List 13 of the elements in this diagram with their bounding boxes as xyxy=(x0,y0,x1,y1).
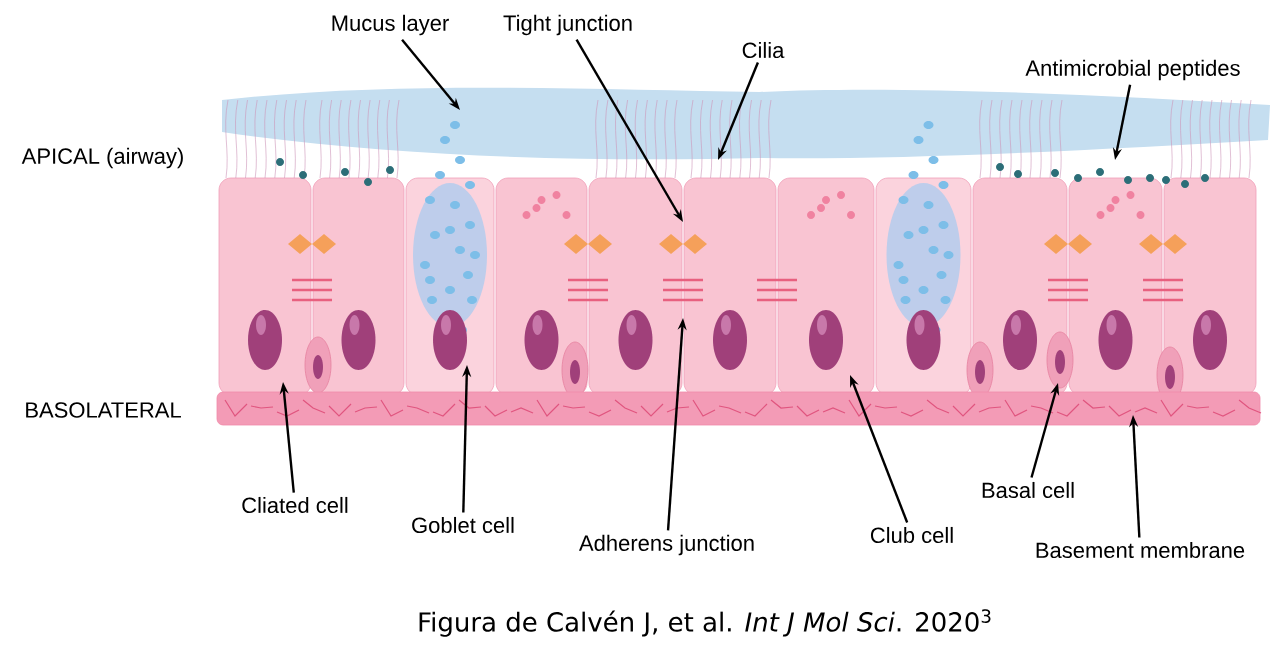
callout-label: Basal cell xyxy=(982,481,1074,499)
callout-label: Cilia xyxy=(742,41,785,59)
region-label: APICAL (airway) xyxy=(21,147,183,169)
callout-label: Antimicrobial peptides xyxy=(1025,59,1240,81)
region-label: BASOLATERAL xyxy=(26,402,181,418)
caption: Figura de Calvén J, et al. Int J Mol Sci. 2020$^{3}$ xyxy=(419,609,991,637)
callout-label: Goblet cell xyxy=(412,516,514,534)
callout-label: Basement membrane xyxy=(1036,541,1245,559)
callout-label: Club cell xyxy=(870,526,953,544)
callout-label: Adherens junction xyxy=(579,534,754,556)
callout-label: Cliated cell xyxy=(242,496,348,514)
callout-label: Tight junction xyxy=(503,14,632,36)
callout-label: Mucus layer xyxy=(332,14,449,36)
